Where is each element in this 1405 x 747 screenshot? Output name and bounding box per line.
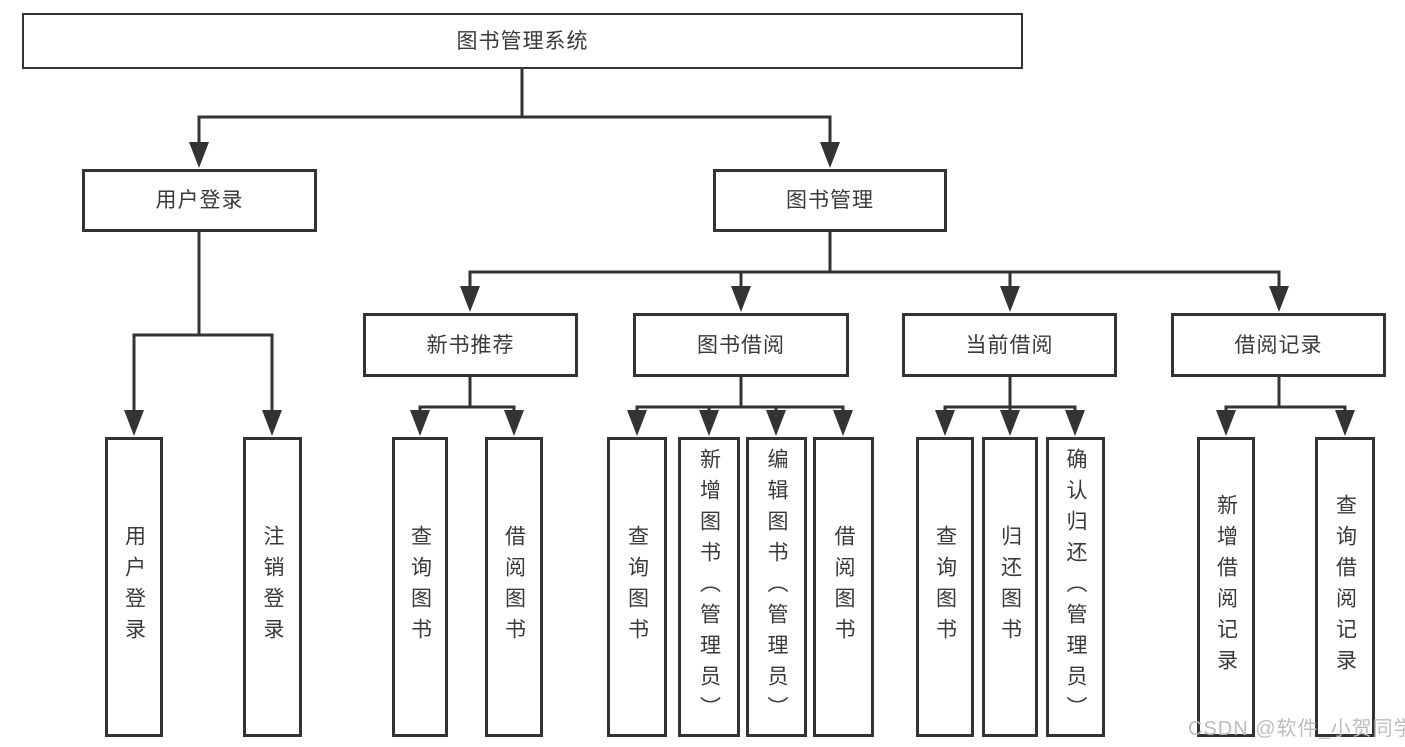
node-confirm-return-admin: 确认归还（管理员） (1046, 437, 1105, 737)
node-logout-leaf: 注销登录 (243, 437, 302, 737)
node-borrow-books-leaf: 借阅图书 (813, 437, 874, 737)
node-query-borrow-record: 查询借阅记录 (1315, 437, 1375, 737)
node-book-borrowing: 图书借阅 (633, 313, 849, 377)
node-query-books-recommend: 查询图书 (392, 437, 448, 737)
connector-book-borrowing (635, 377, 845, 418)
node-root: 图书管理系统 (22, 13, 1023, 69)
node-query-books-current: 查询图书 (916, 437, 974, 737)
connector-book-management (468, 232, 1281, 294)
connector-root (197, 69, 832, 148)
node-query-books-borrowing: 查询图书 (607, 437, 667, 737)
node-add-borrow-record: 新增借阅记录 (1197, 437, 1255, 737)
node-new-book-recommend: 新书推荐 (363, 313, 578, 377)
node-return-books: 归还图书 (982, 437, 1038, 737)
node-current-borrowing: 当前借阅 (902, 313, 1117, 377)
node-add-books-admin: 新增图书（管理员） (678, 437, 740, 737)
node-user-login-leaf: 用户登录 (105, 437, 163, 737)
connector-user-login (132, 232, 274, 418)
arrowheads (124, 142, 1355, 436)
node-borrowing-records: 借阅记录 (1171, 313, 1386, 377)
node-edit-books-admin: 编辑图书（管理员） (746, 437, 807, 737)
connector-borrowing-records (1224, 377, 1347, 418)
connector-new-book-recommend (418, 377, 516, 418)
node-borrow-books-recommend: 借阅图书 (485, 437, 543, 737)
csdn-watermark: CSDN @软件_小贺同学 (1188, 718, 1405, 740)
node-user-login: 用户登录 (82, 169, 317, 232)
node-book-management: 图书管理 (713, 169, 947, 232)
